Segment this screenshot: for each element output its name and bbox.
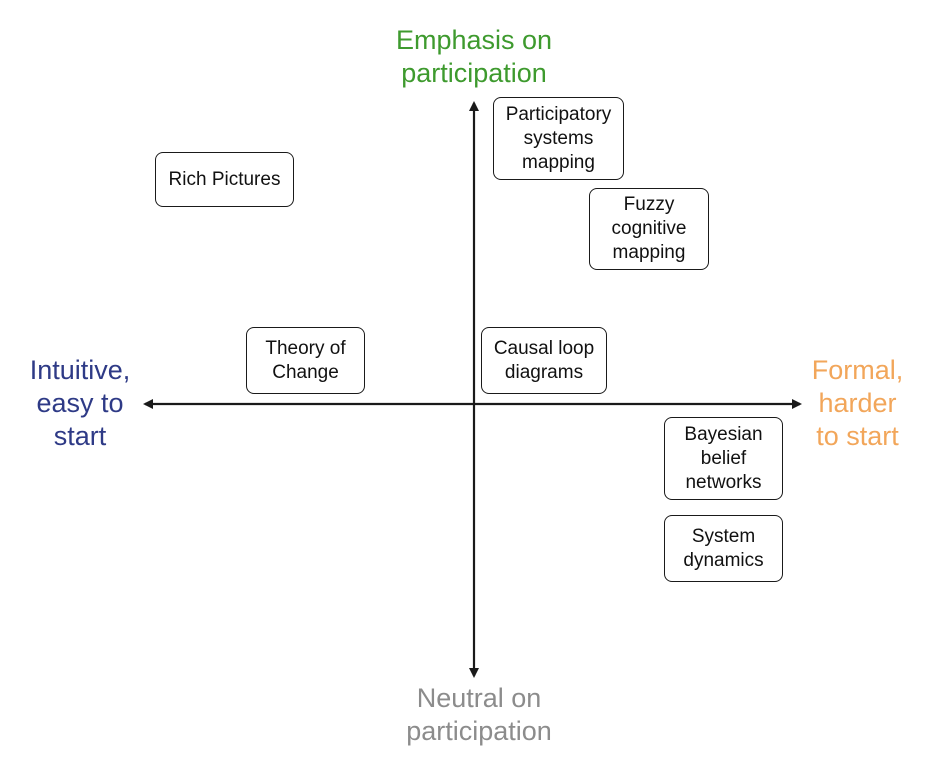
method-label: Participatory bbox=[505, 103, 612, 125]
method-label: dynamics bbox=[683, 549, 764, 571]
axis-label-left-line3: start bbox=[53, 421, 107, 451]
axis-label-left-line2: easy to bbox=[36, 388, 124, 418]
method-label: networks bbox=[685, 471, 762, 493]
axis-label-bottom-line1: Neutral on bbox=[416, 683, 542, 713]
method-label: cognitive bbox=[611, 218, 687, 239]
method-label: System bbox=[691, 525, 756, 547]
method-label: Change bbox=[272, 361, 339, 383]
axis-label-right-line1: Formal, bbox=[811, 355, 904, 385]
method-box-rich-pictures: Rich Pictures bbox=[155, 152, 294, 207]
method-label: Rich Pictures bbox=[168, 168, 281, 190]
axis-label-top-line2: participation bbox=[401, 58, 547, 88]
method-box-participatory-systems-mapping: Participatory systems mapping bbox=[493, 97, 624, 180]
method-box-fuzzy-cognitive-mapping: Fuzzy cognitive mapping bbox=[589, 188, 709, 270]
axis-label-right-line3: to start bbox=[816, 421, 899, 451]
axis-label-left: Intuitive, easy to start bbox=[10, 354, 150, 453]
axis-label-top: Emphasis on participation bbox=[374, 24, 574, 90]
method-label: systems bbox=[523, 127, 594, 149]
method-box-theory-of-change: Theory of Change bbox=[246, 327, 365, 394]
method-label: Causal loop bbox=[493, 337, 595, 359]
axis-label-top-line1: Emphasis on bbox=[395, 25, 553, 55]
method-label: mapping bbox=[612, 242, 686, 263]
method-label: mapping bbox=[522, 151, 595, 173]
method-box-bayesian-belief-networks: Bayesian belief networks bbox=[664, 417, 783, 500]
method-label: Theory of bbox=[265, 337, 346, 359]
axis-label-bottom-line2: participation bbox=[406, 716, 552, 746]
method-label: belief bbox=[700, 447, 747, 469]
axis-label-right: Formal, harder to start bbox=[795, 354, 920, 453]
axis-label-right-line2: harder bbox=[818, 388, 897, 418]
method-label: diagrams bbox=[504, 361, 584, 383]
axis-label-left-line1: Intuitive, bbox=[29, 355, 131, 385]
method-box-causal-loop-diagrams: Causal loop diagrams bbox=[481, 327, 607, 394]
method-label: Bayesian bbox=[684, 423, 763, 445]
method-label: Fuzzy bbox=[623, 194, 675, 215]
method-box-system-dynamics: System dynamics bbox=[664, 515, 783, 582]
axis-label-bottom: Neutral on participation bbox=[379, 682, 579, 748]
